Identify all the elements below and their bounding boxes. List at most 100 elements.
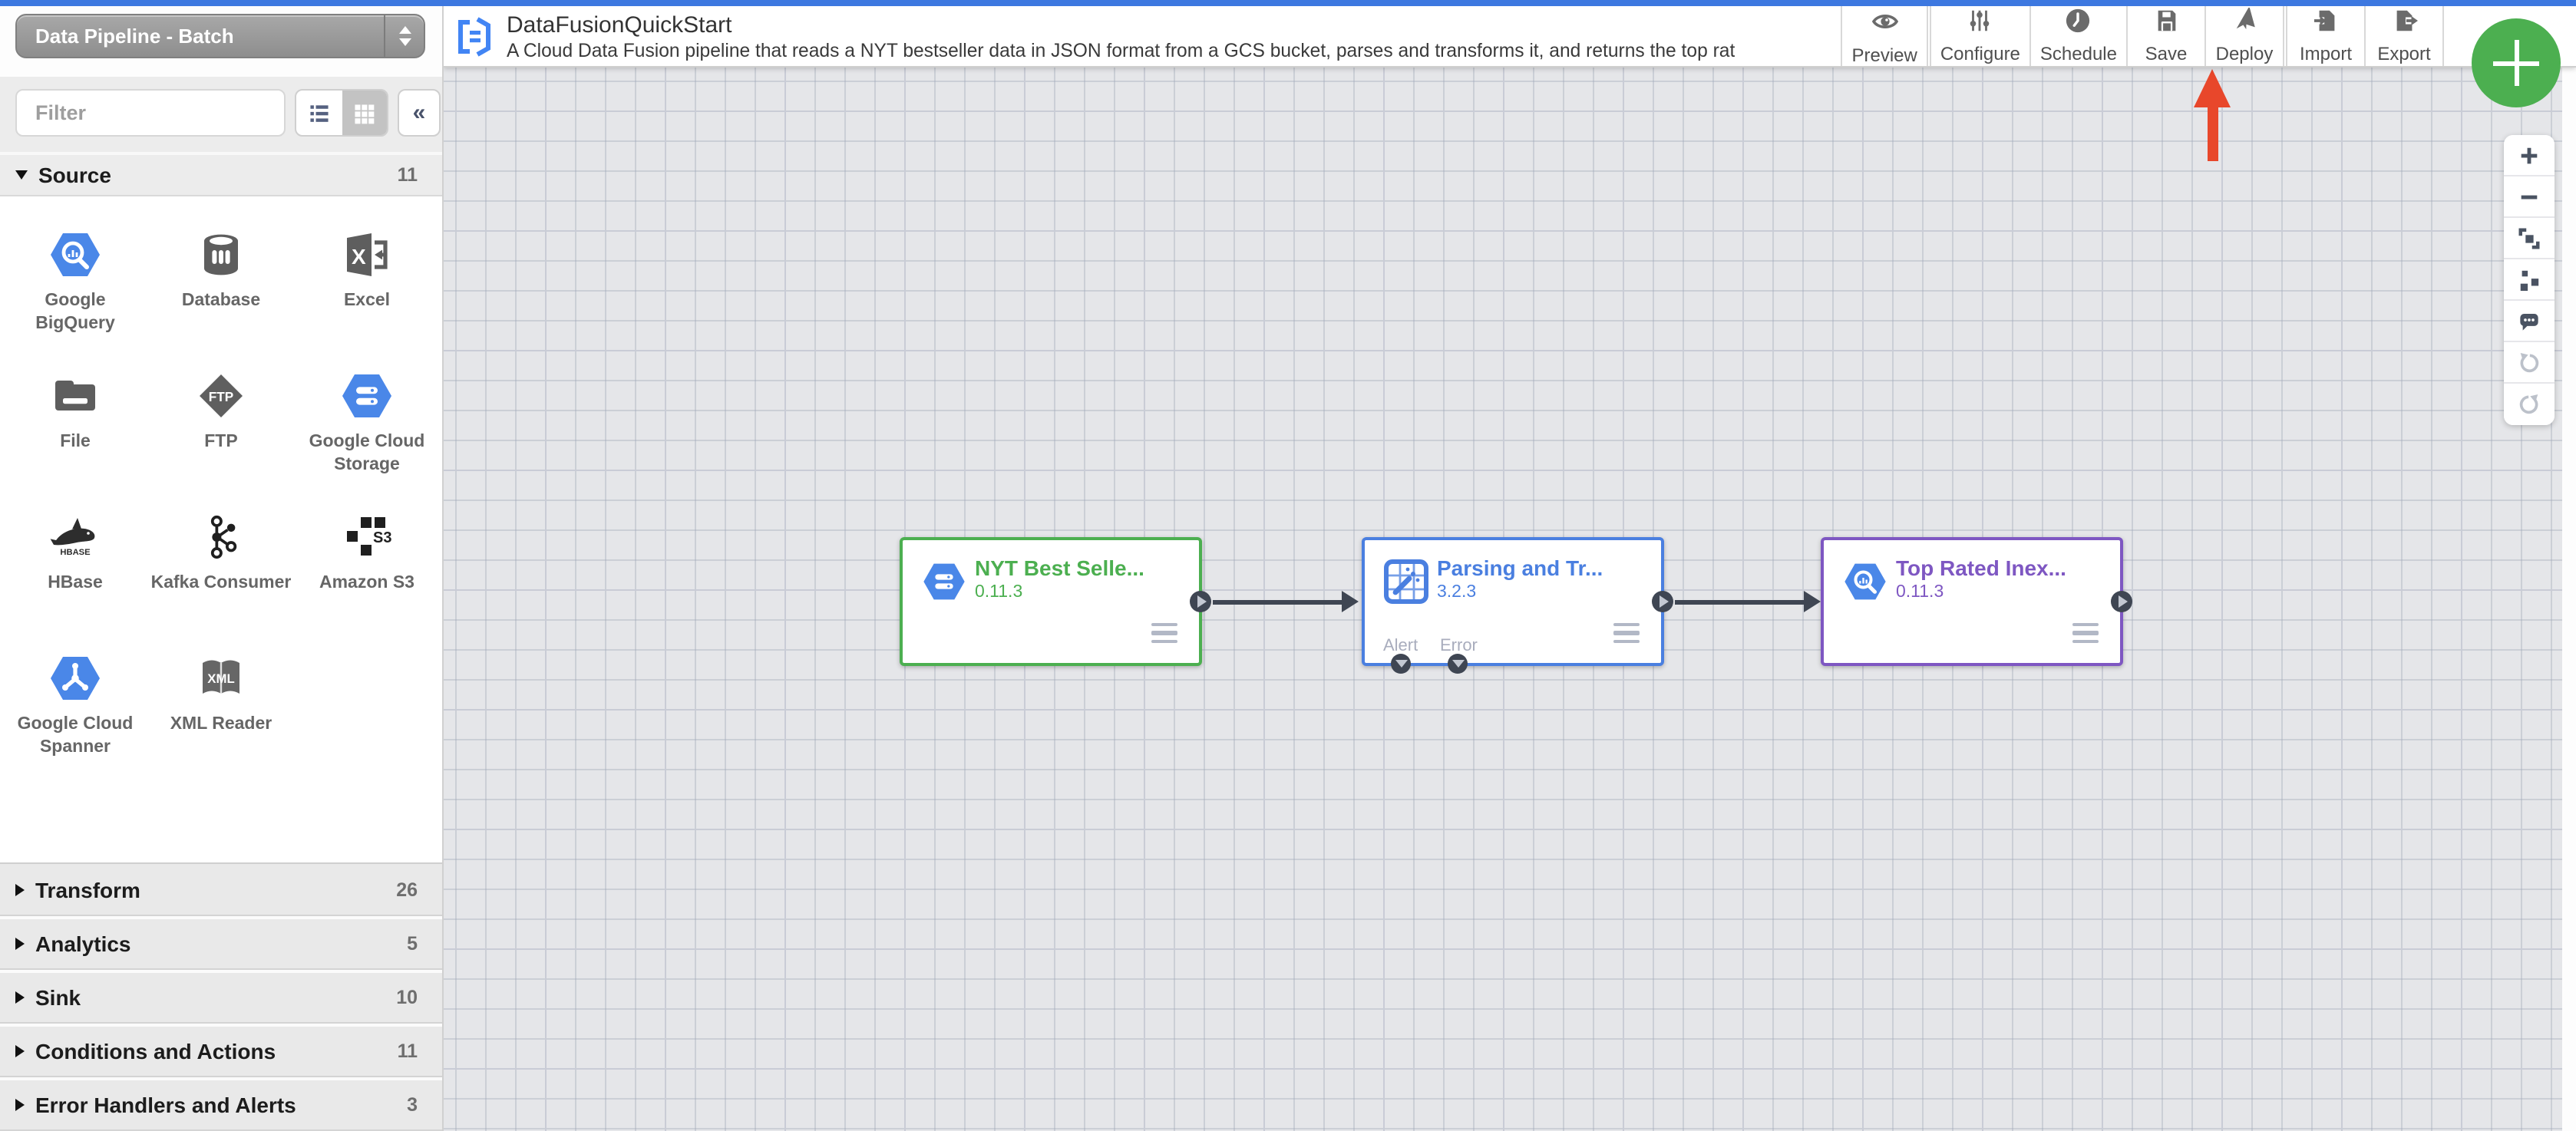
schedule-button[interactable]: Schedule	[2031, 6, 2126, 66]
clock-icon	[2066, 8, 2092, 41]
list-view-button[interactable]	[296, 91, 342, 135]
comments-button[interactable]	[2504, 301, 2555, 342]
plugin-amazon-s3[interactable]: S3 Amazon S3	[294, 497, 440, 638]
redo-button[interactable]	[2504, 384, 2555, 425]
cloud-storage-icon	[339, 368, 395, 424]
filter-input[interactable]	[15, 89, 286, 137]
section-error-handlers-and-alerts[interactable]: Error Handlers and Alerts 3	[0, 1077, 442, 1131]
collapsed-sections: Transform 26 Analytics 5 Sink 10 Conditi…	[0, 862, 442, 1131]
import-icon	[2313, 8, 2339, 41]
pipeline-canvas[interactable]: NYT Best Selle... 0.11.3 Parsing and Tr.…	[444, 6, 2576, 1131]
deploy-annotation-arrow-shaft	[2207, 104, 2218, 161]
triangle-right-icon	[15, 938, 25, 950]
undo-button[interactable]	[2504, 342, 2555, 384]
floppy-icon	[2153, 8, 2179, 41]
node-menu-icon[interactable]	[2072, 622, 2099, 648]
svg-text:X: X	[352, 245, 366, 269]
right-scroll-gutter	[2562, 6, 2576, 1131]
node-output-port[interactable]	[1652, 591, 1673, 612]
plugin-file[interactable]: File	[2, 356, 148, 497]
svg-text:XML: XML	[207, 671, 234, 686]
zoom-out-button[interactable]	[2504, 176, 2555, 218]
configure-button[interactable]: Configure	[1931, 6, 2029, 66]
plugin-xml-reader[interactable]: XML XML Reader	[148, 638, 294, 780]
kafka-icon	[198, 509, 244, 565]
zoom-in-button[interactable]	[2504, 135, 2555, 176]
sliders-icon	[1967, 8, 1993, 41]
connection-arrowhead-icon	[1342, 591, 1359, 612]
node-menu-icon[interactable]	[1151, 622, 1177, 648]
source-plugin-grid: Google BigQuery Database X Excel	[0, 196, 442, 862]
plugin-google-bigquery[interactable]: Google BigQuery	[2, 215, 148, 356]
sidebar-filter-row: «	[0, 77, 442, 152]
ftp-icon: FTP	[197, 368, 246, 424]
excel-icon: X	[342, 227, 391, 282]
alert-port-label: Alert	[1383, 637, 1418, 655]
chevrons-left-icon: «	[412, 100, 426, 126]
error-port[interactable]	[1448, 654, 1468, 674]
bigquery-icon	[1842, 559, 1888, 605]
fit-to-screen-button[interactable]	[2504, 218, 2555, 259]
error-port-label: Error	[1440, 637, 1478, 655]
triangle-down-icon	[15, 170, 28, 180]
spanner-icon	[48, 651, 103, 706]
s3-icon: S3	[341, 509, 393, 565]
node-output-port[interactable]	[2111, 591, 2132, 612]
section-conditions-and-actions[interactable]: Conditions and Actions 11	[0, 1024, 442, 1077]
list-icon	[309, 104, 329, 121]
plugin-kafka-consumer[interactable]: Kafka Consumer	[148, 497, 294, 638]
auto-align-button[interactable]	[2504, 259, 2555, 301]
node-version: 0.11.3	[1896, 583, 1944, 602]
preview-button[interactable]: Preview	[1842, 6, 1926, 66]
triangle-right-icon	[15, 991, 25, 1004]
view-toggle	[295, 89, 388, 137]
database-icon	[197, 227, 246, 282]
plugin-ftp[interactable]: FTP FTP	[148, 356, 294, 497]
section-source-header[interactable]: Source 11	[0, 152, 442, 196]
alert-port[interactable]	[1391, 654, 1411, 674]
node-menu-icon[interactable]	[1613, 622, 1640, 648]
deploy-button[interactable]: Deploy	[2206, 6, 2283, 66]
section-analytics[interactable]: Analytics 5	[0, 916, 442, 970]
plugin-hbase[interactable]: HBASE HBase	[2, 497, 148, 638]
svg-text:FTP: FTP	[209, 389, 233, 404]
paper-plane-icon	[2231, 6, 2257, 41]
node-output-port[interactable]	[1190, 591, 1211, 612]
pipeline-node-bigquery-sink[interactable]: Top Rated Inex... 0.11.3	[1821, 537, 2132, 666]
canvas-zoom-toolbar	[2504, 135, 2555, 425]
section-count: 11	[397, 164, 418, 186]
eye-icon	[1871, 7, 1898, 42]
connection-node2-node3	[1675, 599, 1804, 604]
pipeline-type-value: Data Pipeline - Batch	[35, 25, 234, 48]
pipeline-node-gcs-source[interactable]: NYT Best Selle... 0.11.3	[900, 537, 1211, 666]
xml-book-icon: XML	[197, 651, 246, 706]
deploy-annotation-arrow-icon	[2194, 69, 2231, 107]
node-version: 0.11.3	[975, 583, 1023, 602]
node-title: Parsing and Tr...	[1437, 556, 1603, 580]
svg-text:HBASE: HBASE	[60, 548, 91, 557]
export-button[interactable]: Export	[2366, 6, 2442, 66]
connection-arrowhead-icon	[1804, 591, 1821, 612]
header-actions: Preview Configure Schedule Save Deploy	[1841, 6, 2444, 66]
plugin-excel[interactable]: X Excel	[294, 215, 440, 356]
save-button[interactable]: Save	[2128, 6, 2204, 66]
pipeline-node-wrangler[interactable]: Parsing and Tr... 3.2.3 Alert Error	[1362, 537, 1673, 674]
collapse-sidebar-button[interactable]: «	[398, 89, 441, 137]
triangle-right-icon	[15, 883, 25, 895]
add-plugin-fab[interactable]	[2472, 18, 2561, 107]
section-sink[interactable]: Sink 10	[0, 970, 442, 1024]
grid-icon	[355, 104, 375, 124]
connection-node1-node2	[1213, 599, 1342, 604]
plugin-google-cloud-spanner[interactable]: Google Cloud Spanner	[2, 638, 148, 780]
plugin-database[interactable]: Database	[148, 215, 294, 356]
section-transform[interactable]: Transform 26	[0, 862, 442, 916]
pipeline-type-select[interactable]: Data Pipeline - Batch	[15, 14, 425, 58]
cloud-storage-icon	[921, 559, 967, 605]
pipeline-title-block: DataFusionQuickStart A Cloud Data Fusion…	[507, 11, 1735, 63]
plugin-google-cloud-storage[interactable]: Google Cloud Storage	[294, 356, 440, 497]
grid-view-button[interactable]	[342, 91, 387, 135]
import-button[interactable]: Import	[2287, 6, 2364, 66]
wrangler-icon	[1383, 559, 1429, 605]
section-label: Source	[38, 163, 111, 187]
